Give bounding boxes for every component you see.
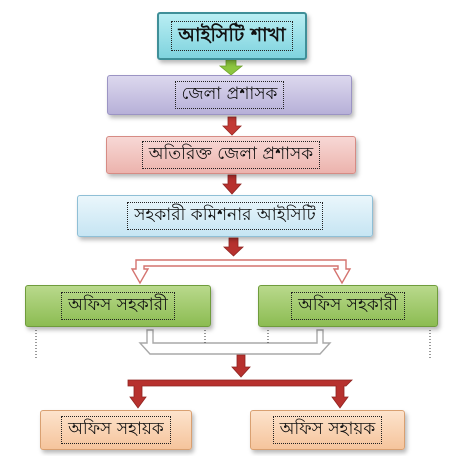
node-ict-branch: আইসিটি শাখা xyxy=(157,12,307,60)
node-additional-deputy-commissioner: অতিরিক্ত জেলা প্রশাসক xyxy=(106,136,356,174)
arrow-merge-down xyxy=(231,354,251,378)
arrow-ac-down xyxy=(222,237,245,257)
node-ict-branch-label: আইসিটি শাখা xyxy=(171,21,293,51)
node-assistant-commissioner-ict-label: সহকারী কমিশনার আইসিটি xyxy=(127,202,323,230)
node-office-assistant-left-label: অফিস সহকারী xyxy=(61,292,175,320)
node-office-helper-right: অফিস সহায়ক xyxy=(250,410,405,450)
split-arrow-office-helpers xyxy=(127,379,353,409)
node-deputy-commissioner: জেলা প্রশাসক xyxy=(107,75,352,115)
node-office-assistant-right: অফিস সহকারী xyxy=(258,285,438,327)
arrow-dc-to-adc xyxy=(222,116,242,136)
node-office-helper-right-label: অফিস সহায়ক xyxy=(272,416,382,444)
node-deputy-commissioner-label: জেলা প্রশাসক xyxy=(174,81,285,109)
node-office-helper-left: অফিস সহায়ক xyxy=(40,410,192,450)
node-additional-deputy-commissioner-label: অতিরিক্ত জেলা প্রশাসক xyxy=(141,141,321,169)
node-assistant-commissioner-ict: সহকারী কমিশনার আইসিটি xyxy=(77,195,373,237)
node-office-assistant-right-label: অফিস সহকারী xyxy=(291,292,405,320)
split-arrow-office-assistants xyxy=(130,259,352,285)
node-office-assistant-left: অফিস সহকারী xyxy=(25,285,211,327)
arrow-title-to-dc xyxy=(218,59,244,76)
node-office-helper-left-label: অফিস সহায়ক xyxy=(61,416,171,444)
arrow-adc-to-ac xyxy=(222,174,242,195)
merge-arrow-office-assistants xyxy=(138,329,332,355)
